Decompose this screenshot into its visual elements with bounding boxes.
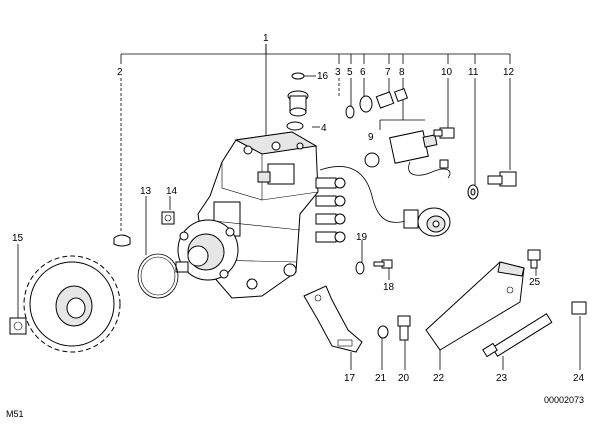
label-21: 21	[375, 373, 387, 384]
washer-21	[377, 325, 389, 339]
pump-drive-flange	[175, 219, 239, 281]
nut-24	[571, 301, 587, 315]
label-8: 8	[399, 67, 405, 78]
bolt-25	[527, 249, 541, 269]
label-9: 9	[368, 132, 374, 143]
diagram-code-left: M51	[6, 409, 24, 419]
label-7: 7	[385, 67, 391, 78]
washer-19	[355, 261, 365, 275]
label-24: 24	[573, 373, 585, 384]
label-5: 5	[347, 67, 353, 78]
label-13: 13	[140, 186, 152, 197]
label-11: 11	[468, 67, 479, 78]
o-ring-13	[137, 253, 179, 299]
washer-11	[467, 184, 479, 200]
solenoid-valve	[364, 130, 451, 179]
label-20: 20	[398, 373, 410, 384]
label-12: 12	[503, 67, 515, 78]
bracket-17	[303, 285, 363, 353]
label-22: 22	[433, 373, 445, 384]
label-15: 15	[12, 233, 24, 244]
bolt-18	[373, 259, 393, 269]
label-10: 10	[441, 67, 453, 78]
drive-gear	[23, 255, 121, 353]
label-18: 18	[383, 282, 395, 293]
gear-nut-15	[9, 317, 27, 335]
label-16: 16	[317, 71, 329, 82]
label-1: 1	[263, 33, 269, 44]
label-3: 3	[335, 67, 341, 78]
leader-lines	[17, 44, 581, 370]
label-25: 25	[529, 277, 541, 288]
top-leader-bracket	[120, 44, 511, 64]
label-4: 4	[321, 123, 327, 134]
label-2: 2	[117, 67, 123, 78]
label-17: 17	[344, 373, 356, 384]
stop-solenoid-parts	[286, 72, 309, 131]
fitting-small-parts	[345, 87, 409, 119]
wiring-harness	[319, 166, 451, 237]
nut-14	[161, 211, 175, 225]
label-6: 6	[360, 67, 366, 78]
part-labels: 1 2 3 5 6 7 8 10 11 12 16 4 9 13 14 15 1…	[12, 33, 585, 384]
bolt-12	[487, 171, 517, 187]
label-14: 14	[166, 186, 178, 197]
woodruff-key	[113, 234, 131, 247]
bolt-20	[397, 315, 411, 341]
stud-23	[482, 313, 553, 358]
bolt-10	[433, 127, 455, 139]
label-23: 23	[496, 373, 508, 384]
support-bracket-22	[425, 261, 525, 351]
diagram-code-right: 00002073	[544, 395, 584, 405]
label-19: 19	[356, 232, 368, 243]
